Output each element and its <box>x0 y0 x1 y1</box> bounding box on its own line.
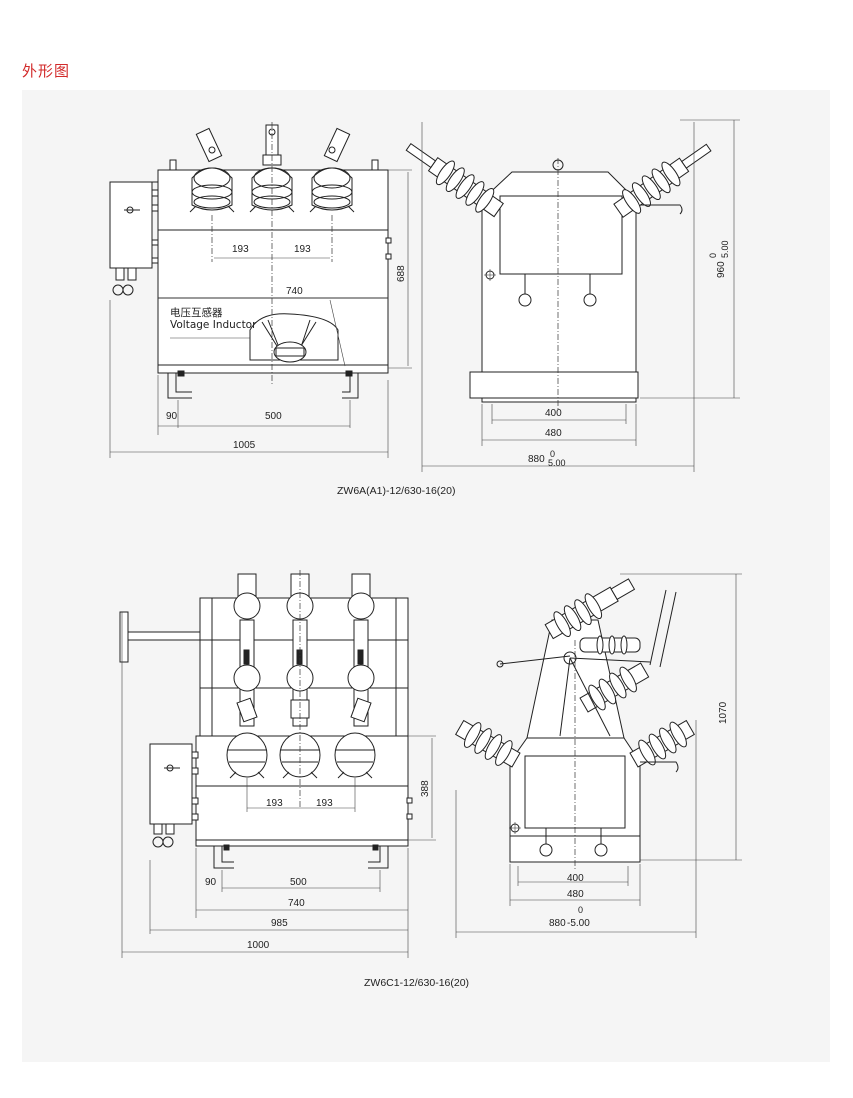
dim-b-side-880-tol-low: -5.00 <box>567 918 590 929</box>
dim-b-pitch-2: 193 <box>316 798 333 809</box>
dim-b-side-400: 400 <box>567 873 584 884</box>
dim-b-width-740: 740 <box>288 898 305 909</box>
dim-b-overall-985: 985 <box>271 918 288 929</box>
label-voltage-inductor-en: Voltage Inductor <box>170 319 257 331</box>
dim-a-span-500: 500 <box>265 411 282 422</box>
drawing-panel <box>22 90 830 1062</box>
dim-a-overall-1005: 1005 <box>233 440 256 451</box>
pole-3 <box>347 573 375 727</box>
dim-a-side-960: 960 <box>716 261 727 278</box>
dim-b-offset-90: 90 <box>205 877 217 888</box>
dim-b-overall-1000: 1000 <box>247 940 270 951</box>
dim-a-side-400: 400 <box>545 408 562 419</box>
dim-a-pitch-2: 193 <box>294 244 311 255</box>
dim-a-side-480: 480 <box>545 428 562 439</box>
dim-b-side-1070: 1070 <box>718 701 729 724</box>
dim-b-span-500: 500 <box>290 877 307 888</box>
dim-a-offset-90: 90 <box>166 411 178 422</box>
drawing-a-side-view: 400 480 880 0 5.00 960 0 5.00 <box>405 119 740 472</box>
pole-1 <box>233 573 261 727</box>
dim-b-side-880: 880 <box>549 918 566 929</box>
dim-a-side-880-tol-low: 5.00 <box>548 458 566 468</box>
dim-a-width-740: 740 <box>286 286 303 297</box>
dim-a-side-960-tol-up: 0 <box>708 253 718 258</box>
drawing-b-side-view: 400 480 0 880 -5.00 1070 <box>455 573 742 938</box>
bushing-1 <box>189 127 235 213</box>
control-box <box>109 181 153 269</box>
bushing-3 <box>309 127 355 213</box>
voltage-inductor-shape <box>249 313 339 363</box>
dim-a-side-880: 880 <box>528 454 545 465</box>
dim-a-side-880-tol-up: 0 <box>550 449 555 459</box>
drawing-b-front-view: 193 193 388 90 500 740 985 1000 <box>119 570 436 958</box>
page-heading: 外形图 <box>22 62 71 80</box>
dim-a-pitch-1: 193 <box>232 244 249 255</box>
caption-a: ZW6A(A1)-12/630-16(20) <box>337 485 455 497</box>
dim-b-height-388: 388 <box>420 780 431 797</box>
dim-b-pitch-1: 193 <box>266 798 283 809</box>
drawing-a-front-view: 193 193 740 688 90 500 1005 电压互感器 Voltag… <box>109 122 412 458</box>
dim-b-side-480: 480 <box>567 889 584 900</box>
caption-b: ZW6C1-12/630-16(20) <box>364 977 469 989</box>
dim-b-side-880-tol-up: 0 <box>578 905 583 915</box>
label-voltage-inductor-cn: 电压互感器 <box>170 306 223 319</box>
dim-a-height-688: 688 <box>396 265 407 282</box>
dim-a-side-960-tol-low: 5.00 <box>720 240 730 258</box>
